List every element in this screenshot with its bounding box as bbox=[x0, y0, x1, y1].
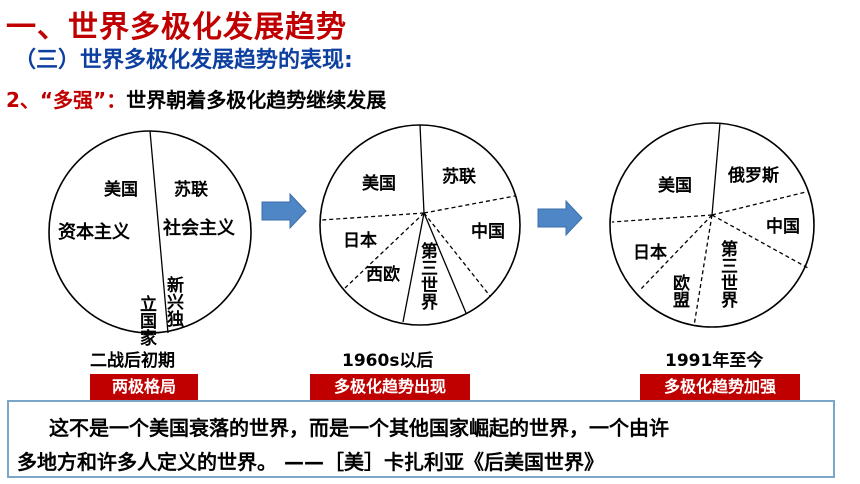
caption-1960s: 1960s以后 bbox=[342, 351, 434, 371]
label-japan: 日本 bbox=[633, 242, 667, 263]
label-ussr: 苏联 bbox=[174, 179, 208, 200]
label-japan: 日本 bbox=[343, 230, 377, 251]
badge-bipolar: 两极格局 bbox=[90, 374, 198, 400]
label-capitalism: 资本主义 bbox=[58, 221, 130, 243]
caption-1991: 1991年至今 bbox=[665, 351, 764, 371]
label-socialism: 社会主义 bbox=[163, 217, 235, 239]
label-independent-b: 新兴独 bbox=[163, 275, 184, 328]
pie-postwar: 美国 资本主义 苏联 社会主义 立国家 新兴独 bbox=[48, 130, 252, 347]
label-western-europe: 西欧 bbox=[366, 264, 400, 285]
quote-box: 这不是一个美国衰落的世界，而是一个其他国家崛起的世界，一个由许 多地方和许多人定… bbox=[7, 400, 835, 478]
arrow-right-icon bbox=[537, 199, 583, 237]
quote-line-1: 这不是一个美国衰落的世界，而是一个其他国家崛起的世界，一个由许 bbox=[49, 416, 669, 440]
label-eu: 欧盟 bbox=[669, 273, 690, 308]
label-usa: 美国 bbox=[658, 175, 692, 196]
label-third-world: 第三世界 bbox=[717, 239, 738, 309]
label-third-world: 第三世界 bbox=[417, 241, 438, 311]
pie-postwar-divider bbox=[149, 130, 169, 334]
point-prefix: 2、“多强”： bbox=[6, 88, 127, 112]
label-independent-a: 立国家 bbox=[136, 294, 157, 347]
label-russia: 俄罗斯 bbox=[727, 165, 779, 186]
pie-1960s: 美国 苏联 日本 西欧 第三世界 中国 bbox=[319, 124, 521, 326]
pie-1991: 美国 俄罗斯 中国 日本 欧盟 第三世界 bbox=[609, 122, 815, 328]
arrow-right-icon bbox=[261, 192, 307, 230]
point-heading: 2、“多强”：世界朝着多极化趋势继续发展 bbox=[6, 84, 386, 113]
badge-multipolar-emerging: 多极化趋势出现 bbox=[310, 374, 470, 400]
label-china: 中国 bbox=[471, 221, 505, 242]
caption-postwar: 二战后初期 bbox=[90, 351, 175, 371]
label-ussr: 苏联 bbox=[442, 166, 476, 187]
quote-line-2: 多地方和许多人定义的世界。 ——［美］卡扎利亚《后美国世界》 bbox=[17, 450, 604, 474]
label-china: 中国 bbox=[766, 216, 800, 237]
label-usa: 美国 bbox=[362, 173, 396, 194]
label-usa: 美国 bbox=[104, 179, 138, 200]
page-title: 一、世界多极化发展趋势 bbox=[6, 10, 347, 45]
pie-1991-circle bbox=[609, 122, 815, 328]
badge-multipolar-strengthening: 多极化趋势加强 bbox=[640, 374, 800, 400]
section-subtitle: （三）世界多极化发展趋势的表现: bbox=[14, 48, 353, 73]
point-text: 世界朝着多极化趋势继续发展 bbox=[126, 88, 387, 112]
